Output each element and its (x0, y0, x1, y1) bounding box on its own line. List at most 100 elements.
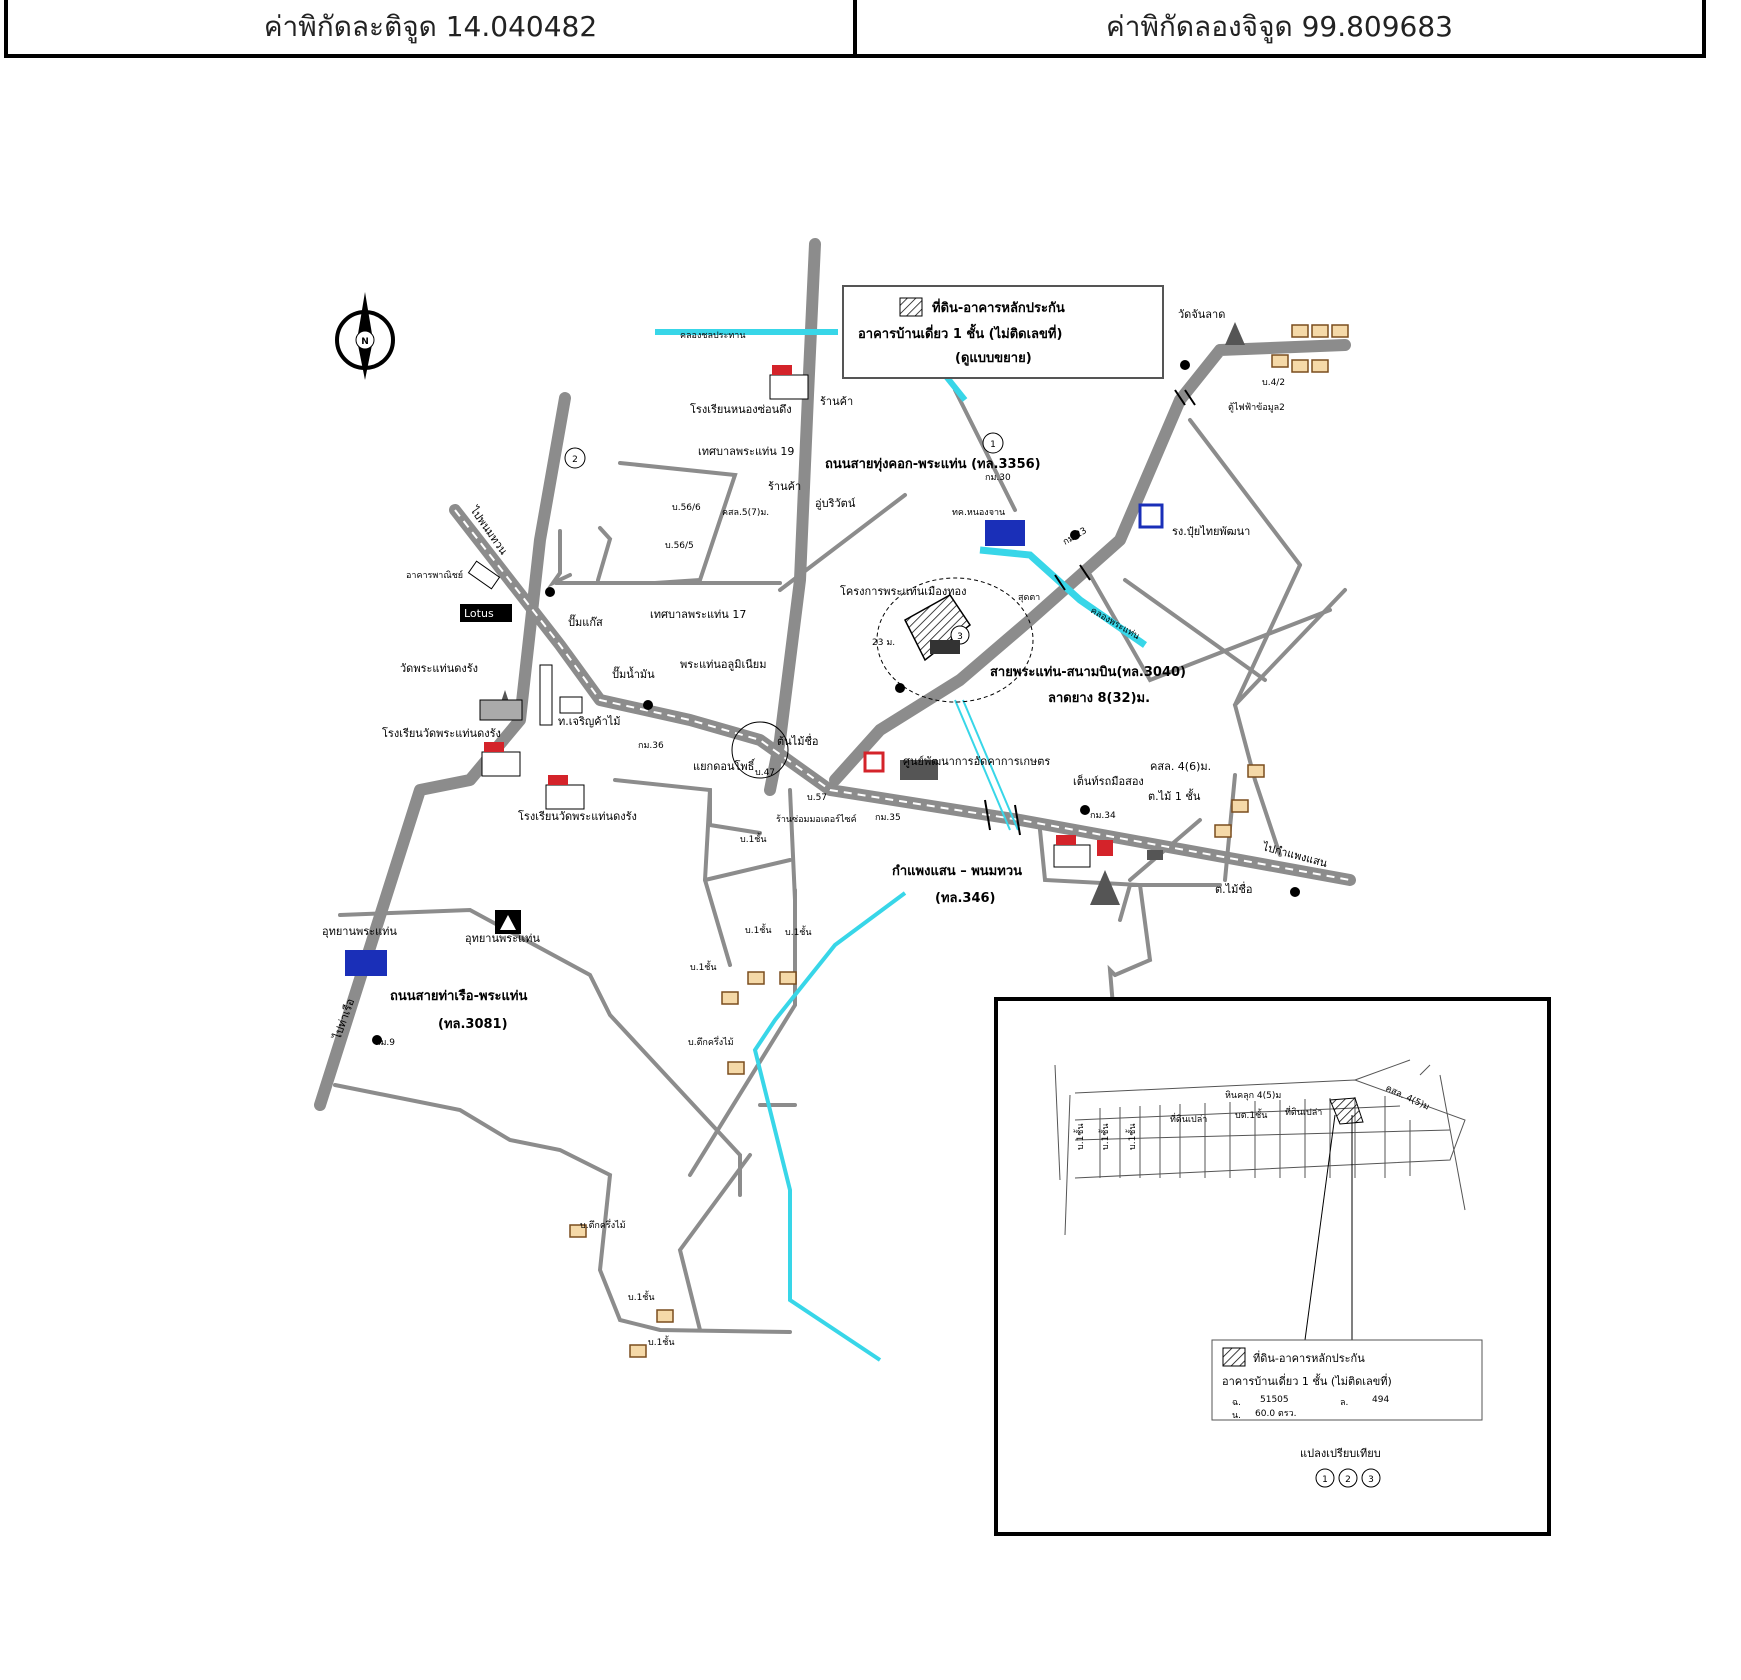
inset-lot-1: บ.1ชั้น (1073, 1123, 1086, 1150)
house-icons (569, 324, 1349, 1358)
inset-c3: 3 (1368, 1475, 1374, 1485)
label-road-346b: (ทล.346) (935, 891, 996, 906)
label-klong7: คสล.5(7)ม. (722, 508, 769, 518)
inset-legend-2: อาคารบ้านเดี่ยว 1 ชั้น (ไม่ติดเลขที่) (1222, 1373, 1392, 1388)
label-road-3040: สายพระแท่น-สนามบิน(ทล.3040) (990, 665, 1186, 680)
label-tonmai3: ต.ไม้ชื่อ (1215, 881, 1253, 896)
school-icon (769, 365, 809, 400)
longitude-label: ค่าพิกัดลองจิจูด 99.809683 (1105, 10, 1453, 43)
label-house3: บ.ตึกครึ่งไม้ (688, 1035, 734, 1048)
label-school-wat2: โรงเรียนวัดพระแท่นดงรัง (518, 809, 637, 823)
inset-legend-1: ที่ดิน-อาคารหลักประกัน (1253, 1350, 1365, 1365)
label-shop1: ร้านค้า (820, 395, 853, 408)
compass-icon: N (335, 292, 395, 380)
inset-lot-5: บต.1ชั้น (1235, 1108, 1267, 1121)
label-b4-2: บ.4/2 (1262, 378, 1285, 388)
inset-chanote-label: ฉ. (1232, 1398, 1241, 1408)
label-watchan: วัดจันลาด (1178, 308, 1225, 321)
label-agri: ศูนย์พัฒนาการอัดคาการเกษตร (903, 755, 1050, 768)
compass-letter: N (361, 337, 369, 347)
label-b57: บ.57 (807, 793, 827, 803)
label-klong-phrataen: คลองพระแท่น (1089, 606, 1141, 642)
legend-line3: (ดูแบบขยาย) (955, 351, 1032, 366)
collateral-site (904, 594, 972, 662)
label-km36: กม.36 (638, 741, 664, 751)
school-icon (481, 742, 521, 777)
label-house4: บ.ตึกครึ่งไม้ (580, 1218, 626, 1231)
label-road-3356: ถนนสายทุ่งคอก-พระแท่น (ทล.3356) (825, 457, 1041, 472)
school-icon (545, 775, 585, 810)
inset-detail: หินคลุก 4(5)ม คสล. 4(5)ม บ.1ชั้น บ.1ชั้น… (994, 997, 1551, 1536)
bridges (984, 389, 1196, 836)
label-tent: เต็นท์รถมือสอง (1073, 774, 1144, 788)
label-house7: บ.1ชั้น (648, 1335, 675, 1348)
inset-c2: 2 (1345, 1475, 1351, 1485)
other-icons: Lotus (460, 560, 1163, 860)
poi-dots (372, 360, 1300, 1045)
label-house1: บ.1ชั้น (745, 923, 772, 936)
label-house2: บ.1ชั้น (785, 925, 812, 938)
label-road-3081b: (ทล.3081) (438, 1017, 508, 1032)
label-park: อุทยานพระแท่น (322, 925, 397, 938)
site-ring (876, 577, 1034, 703)
label-dist: 23 ม. (872, 638, 895, 648)
label-km34: กม.34 (1090, 811, 1116, 821)
marker-1: 1 (990, 440, 996, 450)
label-sato: สุดตา (1018, 593, 1040, 603)
label-upriwat: อู่บริวัตน์ (815, 497, 856, 510)
school-icon (1053, 835, 1091, 868)
label-b47: บ.47 (755, 768, 775, 778)
legend-line2: อาคารบ้านเดี่ยว 1 ชั้น (ไม่ติดเลขที่) (858, 323, 1062, 342)
inter-ring (731, 721, 789, 779)
label-house6: บ.1ชั้น (628, 1290, 655, 1303)
label-road-3040b: ลาดยาง 8(32)ม. (1048, 691, 1150, 706)
label-pump1: ปั๊มแก๊ส (568, 614, 603, 629)
label-toyai: ตู้ไฟฟ้าข้อมูล2 (1228, 402, 1285, 413)
school-icons (481, 365, 1091, 868)
label-house8: บ.1ชั้น (740, 832, 767, 845)
label-road-346: กำแพงแสน – พนมทวน (892, 863, 1022, 879)
inset-lot-2: บ.1ชั้น (1098, 1123, 1111, 1150)
label-b56-6: บ.56/6 (672, 503, 701, 513)
label-park2: อุทยานพระแท่น (465, 932, 540, 945)
coordinate-bar: ค่าพิกัดละติจูด 14.040482 ค่าพิกัดลองจิจ… (4, 0, 1706, 58)
label-km30: กม.30 (985, 473, 1011, 483)
label-repair: ร้านซ่อมมอเตอร์ไซค์ (776, 813, 857, 825)
inset-road-top: หินคลุก 4(5)ม (1225, 1090, 1281, 1101)
label-tonmai2: ต.ไม้ 1 ชั้น (1148, 788, 1201, 803)
camp-icon (495, 910, 521, 934)
minor-roads (333, 388, 1347, 1334)
latitude-label: ค่าพิกัดละติจูด 14.040482 (8, 0, 857, 54)
legend-line1: ที่ดิน-อาคารหลักประกัน (932, 298, 1065, 316)
label-pump2: ปั๊มน้ำมัน (612, 666, 655, 681)
label-bubiti: รง.ปุ๋ยไทยพัฒนา (1172, 525, 1250, 538)
label-school-nongson: โรงเรียนหนองซ่อนดึง (690, 402, 792, 416)
inset-lot-6: ที่ดินเปล่า (1285, 1105, 1322, 1118)
legend-box: ที่ดิน-อาคารหลักประกัน อาคารบ้านเดี่ยว 1… (842, 285, 1164, 379)
label-school-wat: โรงเรียนวัดพระแท่นดงรัง (382, 726, 501, 740)
label-house5: บ.1ชั้น (690, 960, 717, 973)
label-shop2: ร้านค้า (768, 480, 801, 493)
label-wat-phrataen: วัดพระแท่นดงรัง (400, 662, 478, 675)
label-project: โครงการพระแท่นเมืองทอง (840, 584, 966, 598)
inset-compare: แปลงเปรียบเทียบ (1300, 1447, 1381, 1460)
label-km35: กม.35 (875, 813, 901, 823)
label-tk: ทค.หนองจาน (952, 508, 1005, 518)
label-km23: กม.23 (1062, 526, 1089, 548)
label-charoen: ท.เจริญค้าไม้ (558, 715, 621, 728)
temple-icons (479, 322, 1245, 905)
label-khlong-top: คลองชลประทาน (680, 331, 745, 341)
inset-lot-4: ที่ดินเปล่า (1170, 1112, 1207, 1125)
lotus-logo: Lotus (464, 607, 494, 620)
inset-chanote: 51505 (1260, 1395, 1289, 1405)
label-tesaban19: เทศบาลพระแท่น 19 (698, 445, 794, 458)
inset-area: 60.0 ตรว. (1255, 1409, 1297, 1419)
label-tonmai: ต้นไม้ชื่อ (777, 733, 819, 748)
label-b56-5: บ.56/5 (665, 541, 694, 551)
label-inter: แยกดอนโพธิ์ (693, 758, 756, 773)
label-km9: กม.9 (375, 1038, 395, 1048)
inset-land-no-label: ล. (1340, 1398, 1348, 1408)
blue-building-icons (345, 503, 1164, 976)
waterways (655, 329, 1147, 1362)
